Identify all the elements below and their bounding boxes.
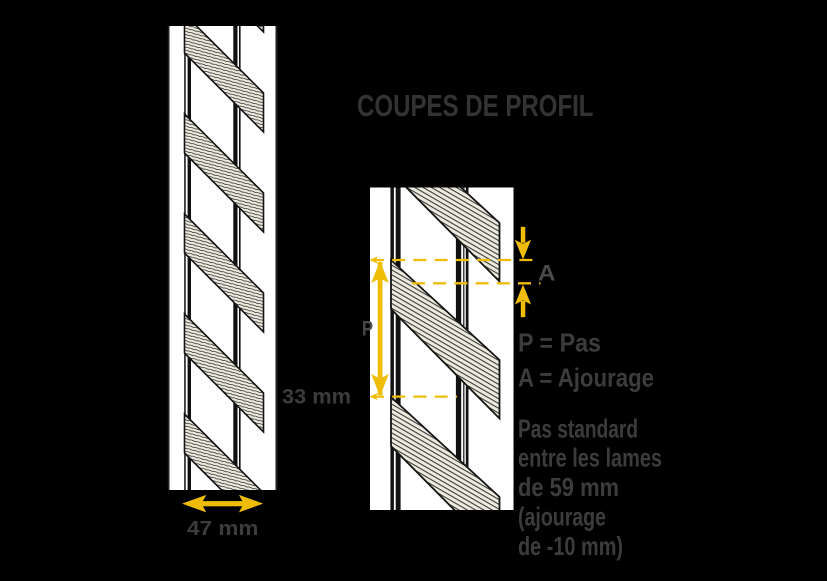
svg-text:entre les lames: entre les lames	[518, 442, 662, 472]
svg-text:(ajourage: (ajourage	[518, 502, 606, 532]
svg-text:P: P	[362, 317, 373, 341]
svg-text:de 59 mm: de 59 mm	[518, 472, 619, 502]
svg-text:P = Pas: P = Pas	[518, 328, 601, 358]
svg-text:A: A	[538, 261, 556, 286]
svg-text:de -10 mm): de -10 mm)	[518, 531, 623, 561]
svg-text:47 mm: 47 mm	[187, 518, 259, 540]
svg-text:A = Ajourage: A = Ajourage	[518, 363, 654, 393]
svg-text:COUPES DE PROFIL: COUPES DE PROFIL	[357, 89, 594, 123]
svg-text:Pas standard: Pas standard	[518, 414, 638, 444]
svg-text:33 mm: 33 mm	[282, 386, 351, 409]
